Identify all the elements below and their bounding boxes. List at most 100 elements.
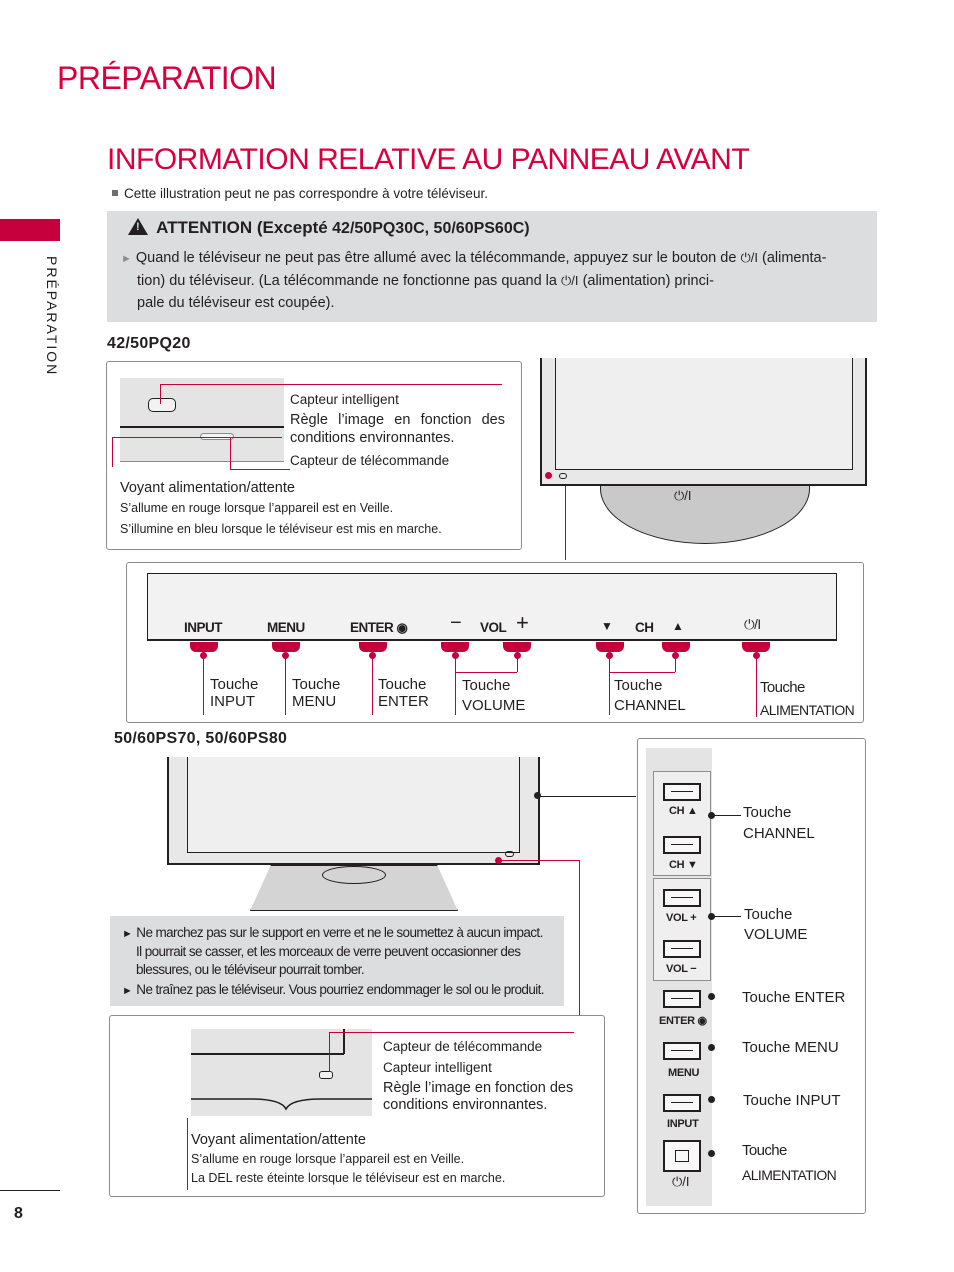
callout-line bbox=[230, 469, 290, 470]
attention-line3: pale du téléviseur est coupée). bbox=[137, 295, 335, 311]
bullet-square-icon bbox=[112, 190, 118, 196]
enter-button[interactable]: ENTER ◉ bbox=[350, 620, 408, 636]
warning-1-line2: Il pourrait se casser, et les morceaux d… bbox=[136, 944, 521, 959]
callout-dot bbox=[200, 652, 207, 659]
callout-dot bbox=[753, 652, 760, 659]
side-enter-label: ENTER ◉ bbox=[659, 1015, 707, 1027]
vol-minus-button[interactable]: − bbox=[450, 612, 462, 634]
side-enter-button[interactable] bbox=[663, 990, 701, 1008]
ch-label: CH bbox=[635, 620, 654, 635]
power-button[interactable]: ⏻/I bbox=[744, 617, 761, 632]
callout-line bbox=[713, 815, 741, 816]
callout-line bbox=[230, 437, 231, 469]
model-b-sensor-desc-l1: Règle l’image en fonction des bbox=[383, 1080, 574, 1096]
side-vol-plus-button[interactable] bbox=[663, 889, 701, 907]
menu-button[interactable]: MENU bbox=[267, 620, 305, 635]
side-power-button[interactable] bbox=[663, 1140, 701, 1172]
attention-line1-end: (alimenta- bbox=[761, 250, 827, 266]
smart-sensor-icon bbox=[148, 398, 176, 412]
callout-dot bbox=[452, 652, 459, 659]
side-vol-plus-label: VOL + bbox=[666, 912, 697, 924]
touche-name: VOLUME bbox=[744, 926, 808, 943]
attention-except: Excepté bbox=[262, 218, 328, 237]
side-ch-up-button[interactable] bbox=[663, 783, 701, 801]
touche-name: ENTER bbox=[378, 693, 429, 710]
model-b-sensor-title: Capteur intelligent bbox=[383, 1060, 492, 1075]
side-menu-button[interactable] bbox=[663, 1042, 701, 1060]
side-ch-down-button[interactable] bbox=[663, 836, 701, 854]
model-b-sensor-illustration bbox=[191, 1029, 372, 1116]
page-rule bbox=[0, 1190, 60, 1191]
callout-dot bbox=[672, 652, 679, 659]
callout-line bbox=[498, 860, 580, 861]
menu-knob bbox=[272, 642, 300, 652]
model-a-sensor-desc: Règle l’image en fonction des conditions… bbox=[290, 412, 505, 446]
model-a-sensor-title: Capteur intelligent bbox=[290, 392, 399, 407]
model-b-led-title: Voyant alimentation/attente bbox=[191, 1132, 366, 1148]
callout-dot bbox=[369, 652, 376, 659]
side-vol-minus-label: VOL − bbox=[666, 963, 697, 975]
illustration-note: Cette illustration peut ne pas correspon… bbox=[112, 186, 488, 201]
model-b-remote-sensor: Capteur de télécommande bbox=[383, 1039, 543, 1054]
touche-word: Touche bbox=[462, 677, 511, 694]
power-symbol: ⏻/I bbox=[561, 273, 579, 288]
touche-word: Touche bbox=[760, 679, 805, 696]
callout-line bbox=[609, 672, 675, 673]
touche-word: Touche bbox=[743, 804, 792, 821]
touche-name: MENU bbox=[292, 693, 337, 710]
sensor-mark-icon bbox=[559, 473, 567, 479]
model-b-led-line1: S’allume en rouge lorsque l’appareil est… bbox=[191, 1152, 465, 1166]
attention-line2-end: (alimentation) princi- bbox=[582, 273, 714, 289]
section-title: INFORMATION RELATIVE AU PANNEAU AVANT bbox=[107, 143, 750, 176]
side-ch-down-label: CH ▼ bbox=[669, 859, 698, 871]
callout-line bbox=[329, 1032, 574, 1033]
side-power-label: ⏻/I bbox=[672, 1174, 690, 1189]
side-panel-illustration bbox=[646, 748, 712, 1206]
callout-line bbox=[756, 655, 757, 717]
callout-dot bbox=[708, 913, 715, 920]
power-led-dot bbox=[545, 472, 552, 479]
callout-line bbox=[160, 384, 502, 385]
touche-word: Touche bbox=[744, 906, 793, 923]
callout-line bbox=[517, 655, 518, 672]
attention-models: 42/50PQ30C, 50/60PS60C) bbox=[327, 220, 530, 237]
model-a-sensor-illustration bbox=[120, 378, 284, 462]
touche-word: Touche bbox=[614, 677, 663, 694]
ch-up-button[interactable]: ▲ bbox=[672, 619, 684, 633]
model-b-label: 50/60PS70, 50/60PS80 bbox=[114, 730, 288, 747]
touche-input-b: Touche INPUT bbox=[743, 1092, 841, 1109]
warning-1: ►Ne marchez pas sur le support en verre … bbox=[122, 924, 543, 979]
vol-plus-button[interactable]: + bbox=[516, 610, 529, 635]
side-input-button[interactable] bbox=[663, 1094, 701, 1112]
triangle-bullet-icon: ► bbox=[122, 928, 133, 940]
input-button[interactable]: INPUT bbox=[184, 620, 223, 635]
callout-line bbox=[538, 796, 636, 797]
touche-word: Touche bbox=[378, 676, 427, 693]
ch-down-button[interactable]: ▼ bbox=[601, 619, 613, 633]
callout-line bbox=[675, 655, 676, 672]
callout-line bbox=[579, 860, 580, 1015]
tv-screen bbox=[187, 757, 520, 853]
triangle-bullet-icon: ► bbox=[121, 253, 132, 265]
model-b-tv-illustration bbox=[167, 757, 540, 865]
side-vol-minus-button[interactable] bbox=[663, 940, 701, 958]
touche-name: CHANNEL bbox=[743, 825, 815, 842]
triangle-bullet-icon: ► bbox=[122, 985, 133, 997]
touche-name: CHANNEL bbox=[614, 697, 686, 714]
model-a-label: 42/50PQ20 bbox=[107, 335, 191, 352]
callout-dot bbox=[514, 652, 521, 659]
callout-line bbox=[329, 1032, 330, 1072]
attention-box bbox=[107, 211, 877, 322]
attention-line1: Quand le téléviseur ne peut pas être all… bbox=[135, 250, 737, 266]
touche-name: INPUT bbox=[210, 693, 255, 710]
side-menu-label: MENU bbox=[668, 1067, 700, 1079]
callout-line bbox=[565, 486, 566, 560]
vol-minus-knob bbox=[441, 642, 469, 652]
smart-sensor-icon bbox=[319, 1071, 333, 1079]
enter-icon: ◉ bbox=[396, 620, 408, 635]
